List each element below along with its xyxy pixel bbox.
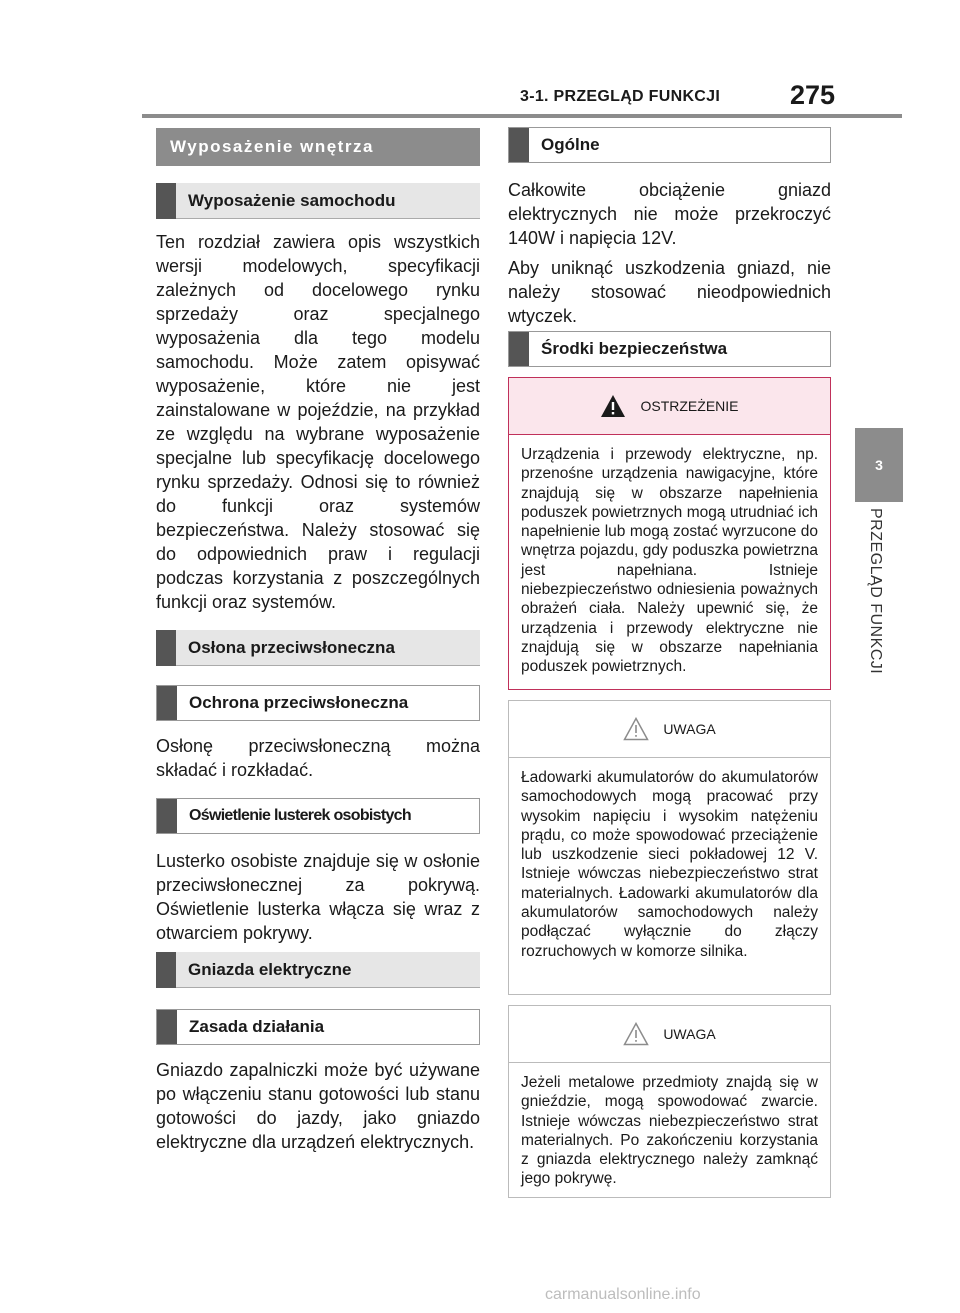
notice-header: UWAGA bbox=[509, 1006, 830, 1063]
notice-header: UWAGA bbox=[509, 701, 830, 758]
notice-title: UWAGA bbox=[663, 721, 716, 737]
subsection-label: Gniazda elektryczne bbox=[188, 959, 352, 979]
section-heading-interior: Wyposażenie wnętrza bbox=[156, 128, 480, 166]
heading-bar bbox=[156, 629, 176, 666]
running-header-section: 3-1. PRZEGLĄD FUNKCJI bbox=[520, 88, 721, 105]
caution-triangle-icon bbox=[623, 1022, 650, 1046]
paragraph-vehicle-equipment: Ten rozdział zawiera opis wszystkich wer… bbox=[156, 232, 480, 612]
subsection-label: Wyposażenie samochodu bbox=[188, 190, 396, 210]
page-number: 275 bbox=[790, 80, 836, 110]
heading-safety-measures: Środki bezpieczeństwa bbox=[508, 331, 831, 367]
chapter-tab-title: PRZEGLĄD FUNKCJI bbox=[867, 508, 884, 675]
subsection-vehicle-equipment: Wyposażenie samochodu bbox=[156, 182, 480, 219]
notice-title: UWAGA bbox=[663, 1026, 716, 1042]
heading-bar bbox=[509, 332, 529, 366]
warning-text: Urządzenia i przewody elektryczne, np. p… bbox=[521, 446, 818, 676]
subsection-power-sockets: Gniazda elektryczne bbox=[156, 951, 480, 988]
warning-box: OSTRZEŻENIE Urządzenia i przewody elektr… bbox=[508, 377, 831, 690]
paragraph-general-plugs: Aby uniknąć uszkodzenia gniazd, nie nale… bbox=[508, 258, 831, 326]
heading-label: Ochrona przeciwsłoneczna bbox=[189, 693, 409, 712]
notice-text: Jeżeli metalowe przedmioty znajdą się w … bbox=[521, 1074, 818, 1188]
heading-bar bbox=[157, 686, 177, 720]
heading-label: Ogólne bbox=[541, 135, 600, 154]
heading-bar bbox=[509, 128, 529, 162]
paragraph-general-load: Całkowite obciążenie gniazd elektrycznyc… bbox=[508, 180, 831, 248]
chapter-tab-number: 3 bbox=[855, 428, 903, 502]
warning-triangle-icon bbox=[601, 395, 626, 417]
heading-bar bbox=[156, 182, 176, 219]
paragraph-sun-protection: Osłonę przeciwsłoneczną można składać i … bbox=[156, 736, 480, 780]
heading-general: Ogólne bbox=[508, 127, 831, 163]
warning-title: OSTRZEŻENIE bbox=[640, 398, 739, 414]
heading-bar bbox=[157, 799, 177, 833]
paragraph-operating-principle: Gniazdo zapalniczki może być używane po … bbox=[156, 1060, 480, 1152]
notice-box-metal-objects: UWAGA Jeżeli metalowe przedmioty znajdą … bbox=[508, 1005, 831, 1198]
notice-text: Ładowarki akumulatorów do akumulatorów s… bbox=[521, 769, 818, 960]
warning-header: OSTRZEŻENIE bbox=[509, 378, 830, 435]
subsection-label: Osłona przeciwsłoneczna bbox=[188, 637, 395, 657]
heading-bar bbox=[156, 951, 176, 988]
heading-bar bbox=[157, 1010, 177, 1044]
paragraph-mirror-lighting: Lusterko osobiste znajduje się w osłonie… bbox=[156, 851, 480, 943]
heading-sun-protection: Ochrona przeciwsłoneczna bbox=[156, 685, 480, 721]
caution-triangle-icon bbox=[623, 717, 650, 741]
heading-label: Środki bezpieczeństwa bbox=[541, 339, 728, 358]
heading-mirror-lighting: Oświetlenie lusterek osobistych bbox=[156, 798, 480, 834]
header-rule bbox=[142, 114, 902, 118]
notice-box-chargers: UWAGA Ładowarki akumulatorów do akumulat… bbox=[508, 700, 831, 995]
heading-operating-principle: Zasada działania bbox=[156, 1009, 480, 1045]
subsection-sun-visor: Osłona przeciwsłoneczna bbox=[156, 629, 480, 666]
watermark: carmanualsonline.info bbox=[545, 1286, 701, 1303]
heading-label: Oświetlenie lusterek osobistych bbox=[189, 807, 412, 824]
heading-label: Zasada działania bbox=[189, 1017, 325, 1036]
